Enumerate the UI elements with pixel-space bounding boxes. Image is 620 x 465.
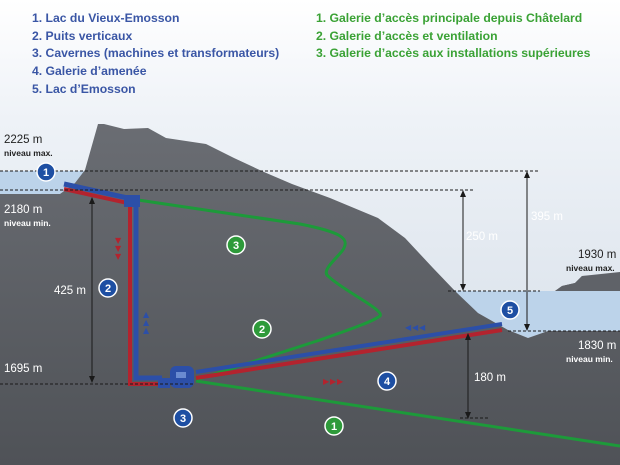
flow-arrows-tunnel-left: ◀ ◀ ◀ bbox=[405, 323, 426, 332]
arrow-up: ▲ bbox=[143, 310, 150, 319]
arrow-right: ▶ bbox=[337, 377, 344, 386]
flow-arrows-shaft-down: ▼ ▼ ▼ bbox=[115, 236, 122, 261]
arrow-down: ▼ bbox=[115, 252, 122, 261]
arrow-left: ◀ bbox=[405, 323, 412, 332]
legend-structure-item-5: 5. Lac d’Emosson bbox=[32, 81, 136, 96]
label-total-drop: 395 m bbox=[531, 211, 563, 223]
label-upper-max-alt: 2225 m bbox=[4, 134, 42, 146]
dim-arrow bbox=[524, 324, 530, 331]
label-upper-min-tag: niveau min. bbox=[4, 218, 51, 228]
badge-structure-3-num: 3 bbox=[180, 413, 186, 425]
arrow-up: ▲ bbox=[143, 326, 150, 335]
arrow-right: ▶ bbox=[323, 377, 330, 386]
arrow-down: ▼ bbox=[115, 236, 122, 245]
badge-structure-3: 3 bbox=[173, 408, 193, 428]
arrow-up: ▲ bbox=[143, 318, 150, 327]
legend-gallery-item-2: 2. Galerie d’accès et ventilation bbox=[316, 28, 498, 43]
label-upper-max-tag: niveau max. bbox=[4, 148, 53, 158]
arrow-down: ▼ bbox=[115, 244, 122, 253]
gallery-line-main-access bbox=[195, 379, 620, 448]
arrow-left: ◀ bbox=[419, 323, 426, 332]
badge-structure-2: 2 bbox=[98, 278, 118, 298]
vertical-shaft-blue bbox=[133, 199, 162, 381]
badge-structure-5-num: 5 bbox=[507, 305, 513, 317]
dim-arrow bbox=[89, 197, 95, 204]
dim-arrow bbox=[465, 333, 471, 340]
shaft-head bbox=[124, 195, 140, 207]
badge-structure-2-num: 2 bbox=[105, 283, 111, 295]
badge-structure-5: 5 bbox=[500, 300, 520, 320]
label-lower-min-tag: niveau min. bbox=[566, 354, 613, 364]
headrace-tunnel-blue bbox=[195, 322, 503, 374]
label-lower-rise: 180 m bbox=[474, 372, 506, 384]
label-lower-min-alt: 1830 m bbox=[578, 340, 616, 352]
label-shaft-height: 425 m bbox=[54, 285, 86, 297]
legend-structure-item-2: 2. Puits verticaux bbox=[32, 28, 133, 43]
arrow-right: ▶ bbox=[330, 377, 337, 386]
badge-gallery-2-num: 2 bbox=[259, 324, 265, 336]
label-upper-min-alt: 2180 m bbox=[4, 204, 42, 216]
headrace-tunnel-red bbox=[195, 328, 503, 380]
label-plant-alt: 1695 m bbox=[4, 363, 42, 375]
label-upper-drawdown: 250 m bbox=[466, 231, 498, 243]
label-lower-max-tag: niveau max. bbox=[566, 263, 615, 273]
dim-arrow bbox=[460, 284, 466, 291]
badge-gallery-1-num: 1 bbox=[331, 421, 337, 433]
badge-gallery-2: 2 bbox=[252, 319, 272, 339]
legend-gallery-item-3: 3. Galerie d’accès aux installations sup… bbox=[316, 46, 591, 61]
badge-structure-1-num: 1 bbox=[43, 167, 49, 179]
right-ridge-rock bbox=[555, 272, 620, 291]
lower-lake-water bbox=[452, 291, 620, 338]
dim-arrow bbox=[460, 190, 466, 197]
arrow-left: ◀ bbox=[412, 323, 419, 332]
legend-structure-item-1: 1. Lac du Vieux-Emosson bbox=[32, 11, 180, 25]
machine-caverns bbox=[158, 366, 194, 388]
badge-structure-1: 1 bbox=[36, 162, 56, 182]
badge-structure-4-num: 4 bbox=[384, 376, 391, 388]
flow-arrows-shaft-up: ▲ ▲ ▲ bbox=[143, 310, 150, 335]
flow-arrows-tunnel-right: ▶ ▶ ▶ bbox=[323, 377, 344, 386]
badge-gallery-1: 1 bbox=[324, 416, 344, 436]
label-lower-max-alt: 1930 m bbox=[578, 249, 616, 261]
dim-arrow bbox=[465, 412, 471, 419]
badge-gallery-3: 3 bbox=[226, 235, 246, 255]
dim-arrow bbox=[89, 376, 95, 383]
legend-structure-item-3: 3. Cavernes (machines et transformateurs… bbox=[32, 46, 280, 61]
legend-gallery-item-1: 1. Galerie d’accès principale depuis Châ… bbox=[316, 11, 583, 25]
legend-galleries: 1. Galerie d’accès principale depuis Châ… bbox=[316, 10, 590, 63]
upper-intake-pipe-red bbox=[63, 187, 133, 206]
gallery-line-ventilation bbox=[137, 198, 382, 382]
dim-arrow bbox=[524, 171, 530, 178]
badge-gallery-3-num: 3 bbox=[233, 240, 239, 252]
upper-intake-pipe bbox=[63, 181, 133, 202]
legend-structure-item-4: 4. Galerie d’amenée bbox=[32, 64, 147, 79]
legend-structures: 1. Lac du Vieux-Emosson 2. Puits vertica… bbox=[32, 10, 279, 99]
badge-structure-4: 4 bbox=[377, 371, 397, 391]
